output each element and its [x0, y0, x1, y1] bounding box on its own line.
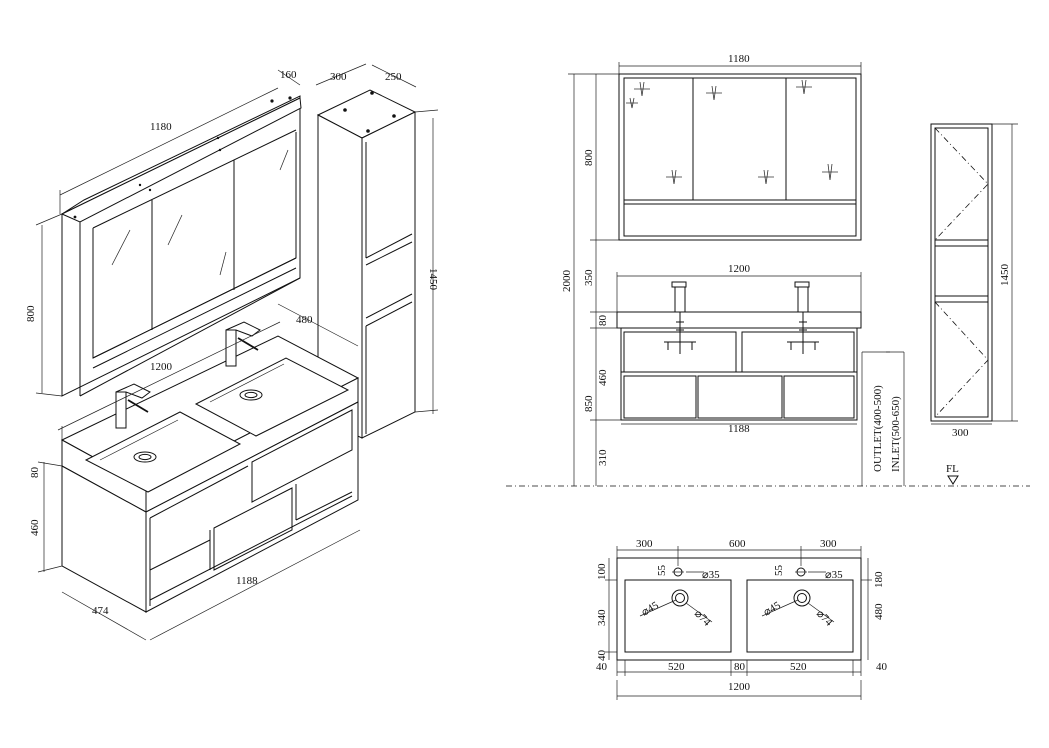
- plan-total-depth-label: 480: [873, 603, 885, 620]
- iso-cabinet-depth-label: 160: [280, 69, 297, 81]
- iso-mirror-cabinet: 1180 160 800: [25, 69, 302, 397]
- plan-drain-inner-left: ⌀45: [640, 599, 662, 618]
- plan-tap-spacing-label: 600: [729, 538, 746, 550]
- iso-cabinet-height-label: 800: [25, 305, 37, 322]
- front-vanity-height-label: 460: [597, 369, 609, 386]
- iso-vanity-width-label: 1188: [236, 575, 258, 587]
- plan-tap-hole-left: ⌀35: [702, 569, 720, 581]
- front-mirror-height-label: 800: [583, 149, 595, 166]
- plan-side-edge-left-label: 40: [596, 661, 608, 673]
- plan-tap-offset-right: 55: [773, 565, 785, 577]
- iso-tall-cabinet: 300 250 1450: [315, 63, 439, 439]
- front-mirror-width-label: 1180: [728, 53, 750, 65]
- plan-left-offset-label: 300: [636, 538, 653, 550]
- iso-counter-height-label: 80: [29, 467, 41, 479]
- plan-view: ⌀35 ⌀35 ⌀45 ⌀74 ⌀45 ⌀74 300 600 300 55 5…: [596, 538, 888, 700]
- front-total-height-label: 2000: [561, 270, 573, 293]
- plan-divider-label: 80: [734, 661, 746, 673]
- front-faucet-right: [787, 281, 819, 354]
- plan-drain-outer-right: ⌀74: [814, 608, 835, 629]
- plan-tap-offset-left: 55: [656, 565, 668, 577]
- iso-tall-height-label: 1450: [427, 268, 439, 291]
- iso-vanity: 1200 480 80 460 1188 474: [29, 303, 361, 641]
- plan-side-edge-right-label: 40: [876, 661, 888, 673]
- plan-front-edge-label: 40: [596, 650, 608, 662]
- iso-basin-width-label: 1200: [150, 361, 173, 373]
- front-counter-height-label: 80: [597, 315, 609, 327]
- plan-bowl-depth-label: 340: [596, 609, 608, 626]
- plan-total-width-label: 1200: [728, 681, 751, 693]
- front-gap-height-label: 350: [583, 269, 595, 286]
- front-floor-gap-label: 310: [597, 449, 609, 466]
- plan-bowl-width-right-label: 520: [790, 661, 807, 673]
- front-vanity-width-label: 1188: [728, 423, 750, 435]
- front-top-height-label: 850: [583, 395, 595, 412]
- plan-drain-outer-left: ⌀74: [692, 608, 713, 629]
- iso-tall-depth-label: 250: [385, 71, 402, 83]
- plan-tap-zone-label: 180: [873, 571, 885, 588]
- plan-bowl-width-left-label: 520: [668, 661, 685, 673]
- front-elevation: 1180 1200 1188: [506, 53, 1030, 487]
- side-elevation: 1450 300: [930, 123, 1018, 439]
- mirror-glare-marks: [626, 79, 838, 185]
- iso-vanity-height-label: 460: [29, 519, 41, 536]
- front-basin-width-label: 1200: [728, 263, 751, 275]
- floor-level-marker: FL: [946, 463, 959, 485]
- iso-vanity-depth-label: 474: [92, 605, 109, 617]
- plan-right-offset-label: 300: [820, 538, 837, 550]
- iso-cabinet-width-label: 1180: [150, 121, 172, 133]
- iso-basin-depth-label: 480: [296, 314, 313, 326]
- front-faucet-left: [664, 281, 696, 354]
- iso-tall-width-label: 300: [330, 71, 347, 83]
- side-width-label: 300: [952, 427, 969, 439]
- plan-tap-hole-right: ⌀35: [825, 569, 843, 581]
- plan-edge-to-tap-label: 100: [596, 563, 608, 580]
- inlet-range-label: INLET(500-650): [890, 396, 902, 472]
- plan-drain-inner-right: ⌀45: [762, 599, 784, 618]
- floor-level-label: FL: [946, 463, 959, 475]
- side-height-label: 1450: [999, 264, 1011, 287]
- outlet-range-label: OUTLET(400-500): [872, 385, 884, 472]
